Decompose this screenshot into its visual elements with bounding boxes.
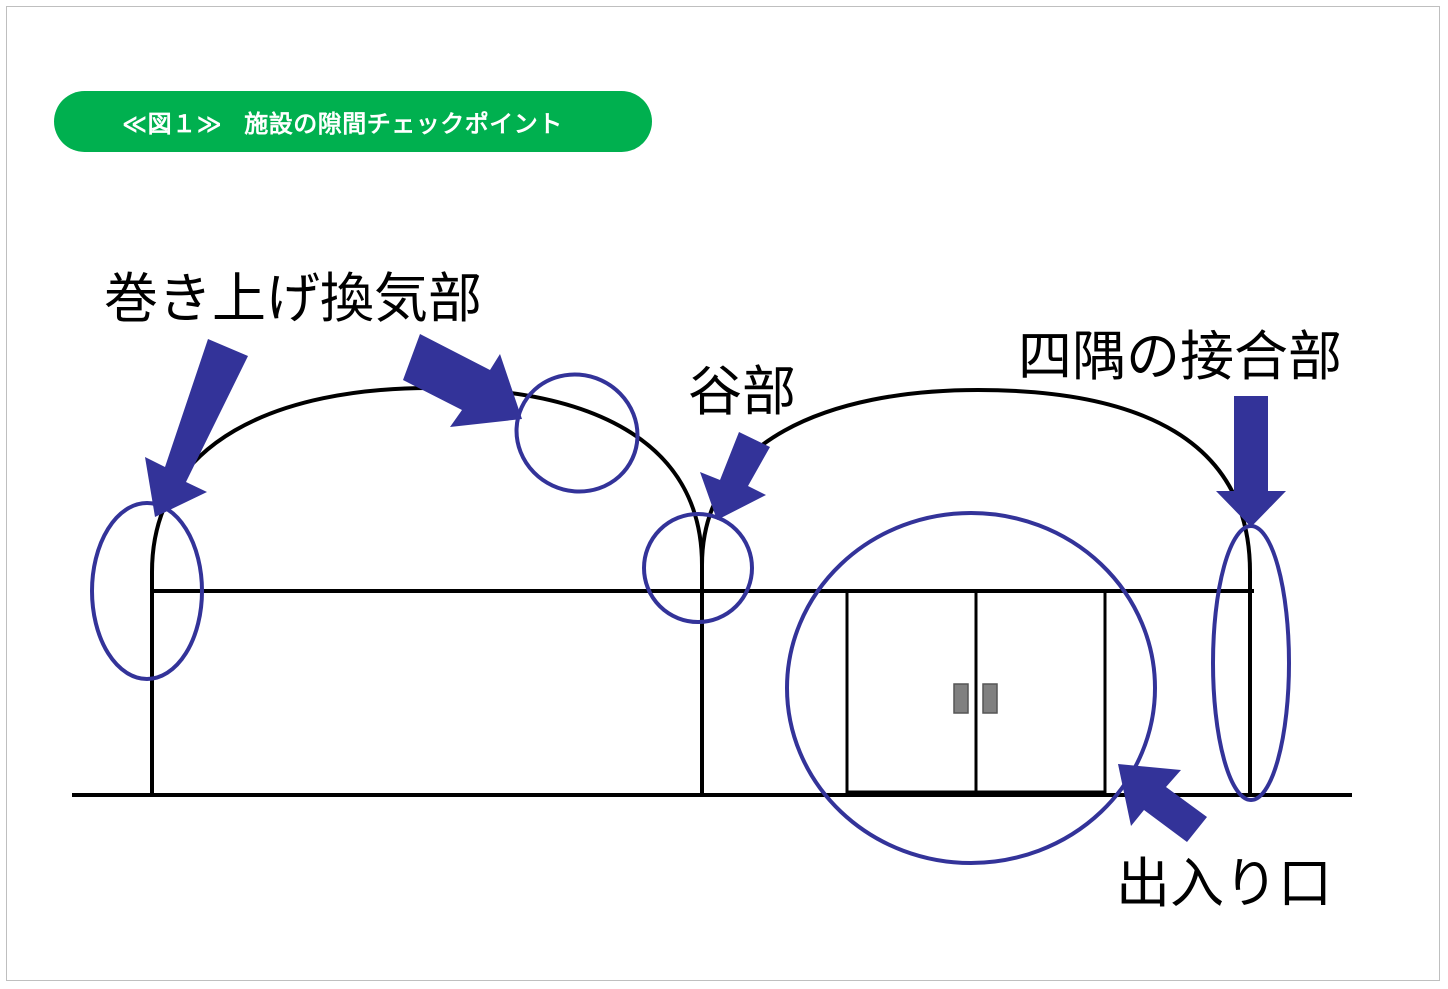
figure-title: 施設の隙間チェックポイント: [244, 110, 563, 138]
figure-number: ≪図１≫: [122, 110, 223, 138]
label-rollup-vent: 巻き上げ換気部: [104, 267, 482, 330]
figure-title-banner: ≪図１≫ 施設の隙間チェックポイント: [54, 91, 652, 152]
door-handle-right: [982, 683, 998, 714]
arrow-valley: [700, 432, 770, 520]
arrow-entrance: [1118, 764, 1207, 842]
highlight-roof-vent: [514, 372, 640, 494]
left-arch-roof: [150, 385, 704, 573]
highlight-entrance: [785, 511, 1157, 865]
highlight-valley: [642, 512, 754, 624]
label-entrance: 出入り口: [1116, 852, 1332, 915]
arrow-corner-joint: [1216, 396, 1286, 527]
label-valley: 谷部: [688, 360, 796, 423]
highlight-left-side-vent: [90, 501, 204, 681]
label-corner-joint: 四隅の接合部: [1018, 325, 1342, 388]
double-door: [845, 591, 1107, 794]
door-handle-left: [953, 683, 969, 714]
arrow-roof-vent: [403, 334, 522, 427]
arrow-left-side-vent: [145, 339, 248, 517]
